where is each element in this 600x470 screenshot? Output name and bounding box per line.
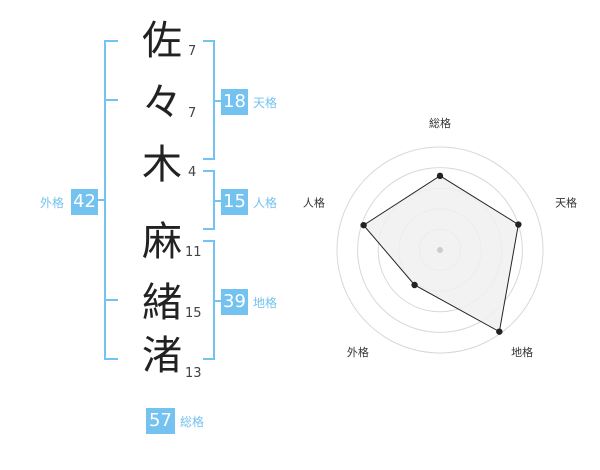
radar-polygon — [362, 175, 519, 333]
radar-point-1 — [436, 172, 444, 180]
chikaku-label: 地格 — [253, 296, 278, 310]
gaikaku-value: 42 — [71, 189, 98, 215]
name-char-5: 緒 — [142, 280, 182, 326]
soukaku-value: 57 — [146, 408, 175, 434]
name-char-4: 麻 — [142, 219, 182, 265]
tenkaku-value: 18 — [221, 89, 248, 115]
radar-point-3 — [496, 328, 503, 335]
name-char-1: 佐 — [142, 18, 182, 64]
jinkaku-value: 15 — [221, 189, 248, 215]
name-char-2: 々 — [142, 80, 182, 126]
radar-point-5 — [360, 221, 367, 229]
stroke-count-3: 4 — [188, 165, 197, 180]
stroke-count-2: 7 — [188, 106, 197, 121]
stroke-count-4: 11 — [185, 245, 202, 260]
radar-axis-label-1: 総格 — [429, 116, 451, 130]
jinkaku-label: 人格 — [253, 196, 278, 210]
radar-axis-label-3: 地格 — [511, 345, 533, 359]
radar-axis-label-4: 外格 — [347, 345, 369, 359]
radar-axis-label-2: 天格 — [555, 196, 577, 210]
tenkaku-label: 天格 — [253, 96, 278, 110]
gaikaku-label: 外格 — [40, 196, 65, 210]
radar-ring — [357, 167, 523, 333]
radar-point-4 — [411, 281, 418, 289]
radar-point-2 — [515, 221, 522, 228]
radar-center — [437, 247, 443, 253]
soukaku-label: 総格 — [180, 415, 205, 429]
stroke-count-5: 15 — [185, 306, 202, 321]
chikaku-value: 39 — [221, 289, 248, 315]
name-char-6: 渚 — [142, 333, 182, 379]
radar-axis-label-5: 人格 — [303, 196, 325, 210]
stroke-count-1: 7 — [188, 44, 197, 59]
name-char-3: 木 — [142, 142, 182, 188]
stroke-count-6: 13 — [185, 366, 202, 381]
